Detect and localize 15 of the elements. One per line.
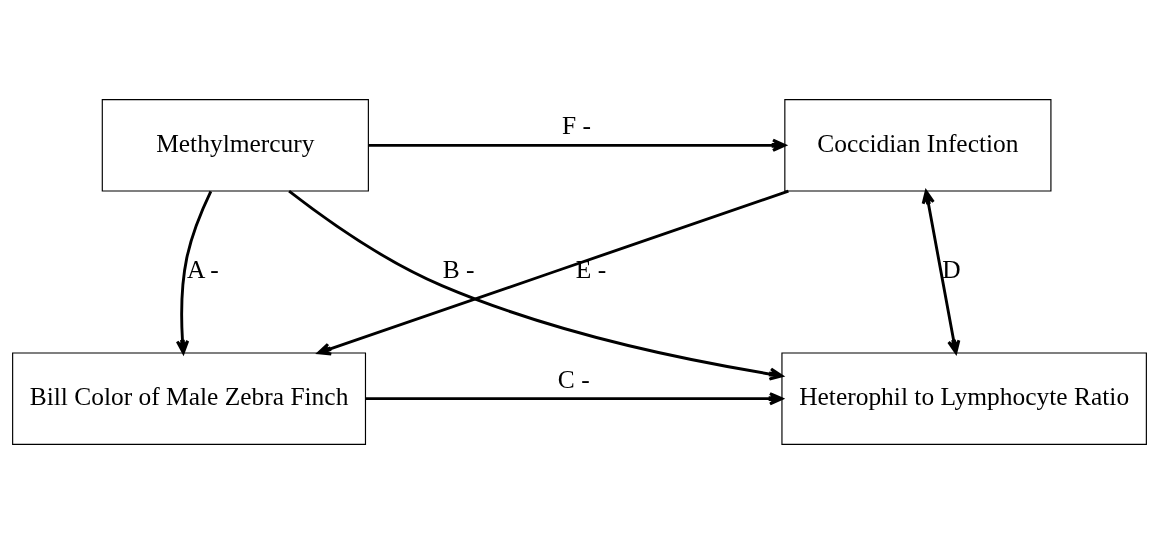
node-box: Methylmercury xyxy=(101,99,369,192)
arrow xyxy=(317,189,789,356)
edge-label: C - xyxy=(557,364,590,394)
arrow xyxy=(365,392,784,406)
arrow xyxy=(921,189,961,355)
edge-label: F - xyxy=(562,111,592,141)
arrow xyxy=(368,138,787,152)
node-box: Heterophil to Lymphocyte Ratio xyxy=(781,352,1147,445)
edge-label: B - xyxy=(442,255,475,285)
node-box: Coccidian Infection xyxy=(784,99,1052,192)
arrow xyxy=(175,190,213,355)
node-box: Bill Color of Male Zebra Finch xyxy=(12,352,367,445)
edge-label: D xyxy=(942,255,961,285)
edge-label: A - xyxy=(187,255,219,285)
arrow xyxy=(288,190,784,381)
